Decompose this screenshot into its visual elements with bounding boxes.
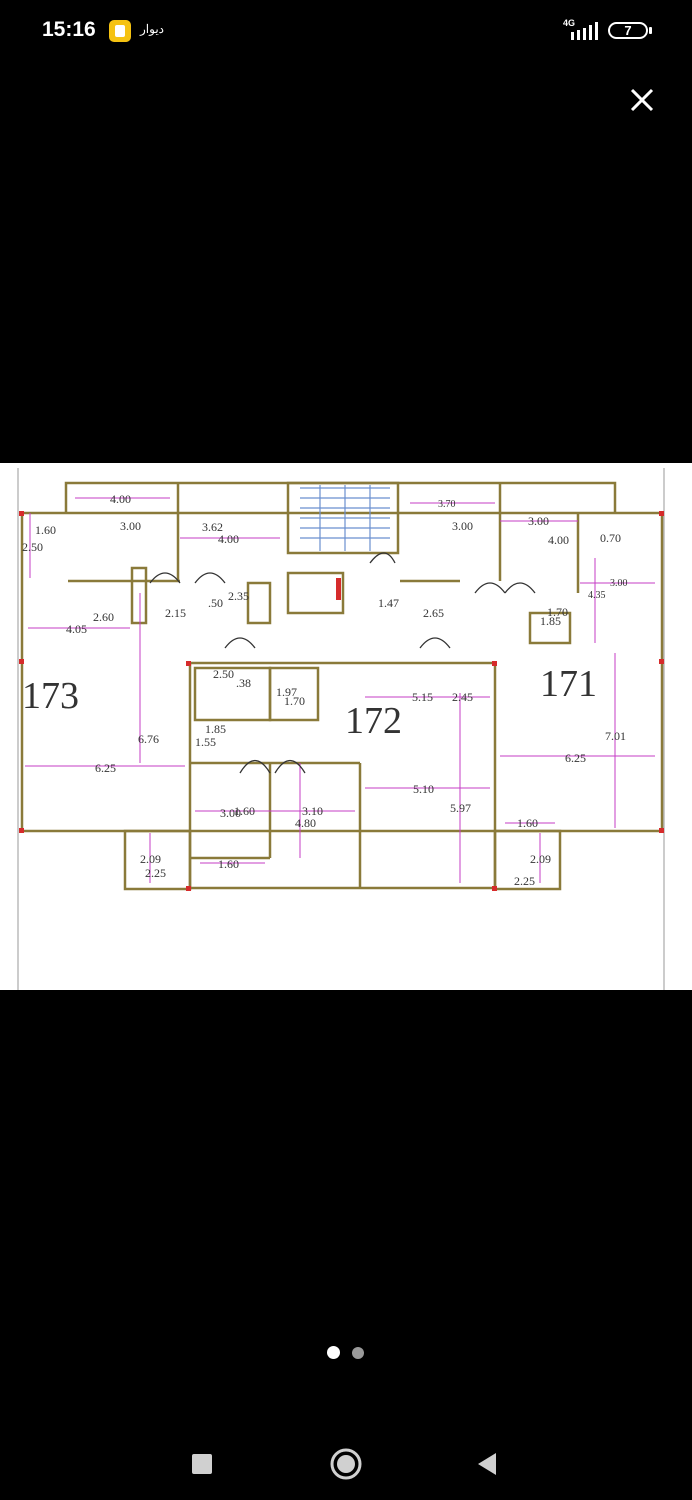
dim-text: 1.60 <box>35 523 56 537</box>
dim-text: 4.05 <box>66 622 87 636</box>
dim-text: 3.00 <box>528 514 549 528</box>
page-dot-inactive[interactable] <box>352 1347 364 1359</box>
dim-text: 4.00 <box>110 492 131 506</box>
signal-icon <box>571 22 598 40</box>
triangle-back-icon <box>478 1453 496 1475</box>
dim-text: 1.55 <box>195 735 216 749</box>
close-icon <box>630 88 654 112</box>
dim-text: 7.01 <box>605 729 626 743</box>
dim-text: 2.50 <box>22 540 43 554</box>
dim-text: 3.10 <box>302 804 323 818</box>
unit-label-173: 173 <box>22 675 79 717</box>
dim-text: 4.00 <box>548 533 569 547</box>
page-dot-active[interactable] <box>327 1346 340 1359</box>
dim-text: .50 <box>208 596 223 610</box>
square-icon <box>192 1454 212 1474</box>
dim-text: 3.00 <box>120 519 141 533</box>
dim-text: 6.25 <box>95 761 116 775</box>
floor-plan-drawing: 173 172 171 4.00 3.00 1.60 2.50 3.62 4.0… <box>17 468 665 990</box>
recents-button[interactable] <box>182 1444 222 1484</box>
back-button[interactable] <box>466 1444 506 1484</box>
navigation-bar <box>0 1420 692 1500</box>
dim-text: 3.62 <box>202 520 223 534</box>
battery-icon: 7 <box>608 22 648 39</box>
dim-text: 4.80 <box>295 816 316 830</box>
dim-text: 1.85 <box>205 722 226 736</box>
clock: 15:16 <box>42 18 96 41</box>
page-indicator <box>327 1346 367 1360</box>
notification-app-name: دیوار <box>140 22 165 36</box>
dim-text: 0.70 <box>600 531 621 545</box>
dim-text: 4.35 <box>588 590 606 601</box>
dim-text: 1.70 <box>547 605 568 619</box>
unit-label-172: 172 <box>345 700 402 742</box>
dim-text: 5.15 <box>412 690 433 704</box>
dim-text: 2.25 <box>514 874 535 888</box>
dim-text: 2.15 <box>165 606 186 620</box>
dim-text: 6.76 <box>138 732 159 746</box>
circle-icon <box>330 1448 362 1480</box>
dim-text: 2.09 <box>530 852 551 866</box>
dim-text: 2.25 <box>145 866 166 880</box>
dim-text: 3.00 <box>220 806 241 820</box>
dim-text: 6.25 <box>565 751 586 765</box>
floor-plan-image[interactable]: 173 172 171 4.00 3.00 1.60 2.50 3.62 4.0… <box>0 463 692 990</box>
app-notification-icon <box>109 20 131 42</box>
dim-text: 4.00 <box>218 532 239 546</box>
dim-text: 3.00 <box>610 578 628 589</box>
status-bar: 15:16 دیوار 4G 7 <box>0 0 692 64</box>
dim-text: 3.70 <box>438 499 456 510</box>
dim-text: 3.00 <box>452 519 473 533</box>
dim-text: 2.65 <box>423 606 444 620</box>
dim-text: .38 <box>236 676 251 690</box>
dim-text: 1.60 <box>218 857 239 871</box>
dim-text: 1.47 <box>378 596 399 610</box>
dim-text: 2.60 <box>93 610 114 624</box>
dim-text: 2.45 <box>452 690 473 704</box>
dim-text: 1.70 <box>284 694 305 708</box>
dim-text: 2.50 <box>213 667 234 681</box>
dim-text: 1.60 <box>234 804 255 818</box>
dim-text: 2.09 <box>140 852 161 866</box>
dim-text: 2.35 <box>228 589 249 603</box>
dim-text: 5.97 <box>450 801 471 815</box>
dim-text: 1.97 <box>276 685 297 699</box>
dim-text: 5.10 <box>413 782 434 796</box>
dim-text: 1.60 <box>517 816 538 830</box>
unit-label-171: 171 <box>540 663 597 705</box>
battery-tip <box>649 27 652 34</box>
close-button[interactable] <box>626 84 658 116</box>
dim-text: 1.85 <box>540 614 561 628</box>
network-type: 4G <box>563 18 576 28</box>
home-button[interactable] <box>326 1444 366 1484</box>
